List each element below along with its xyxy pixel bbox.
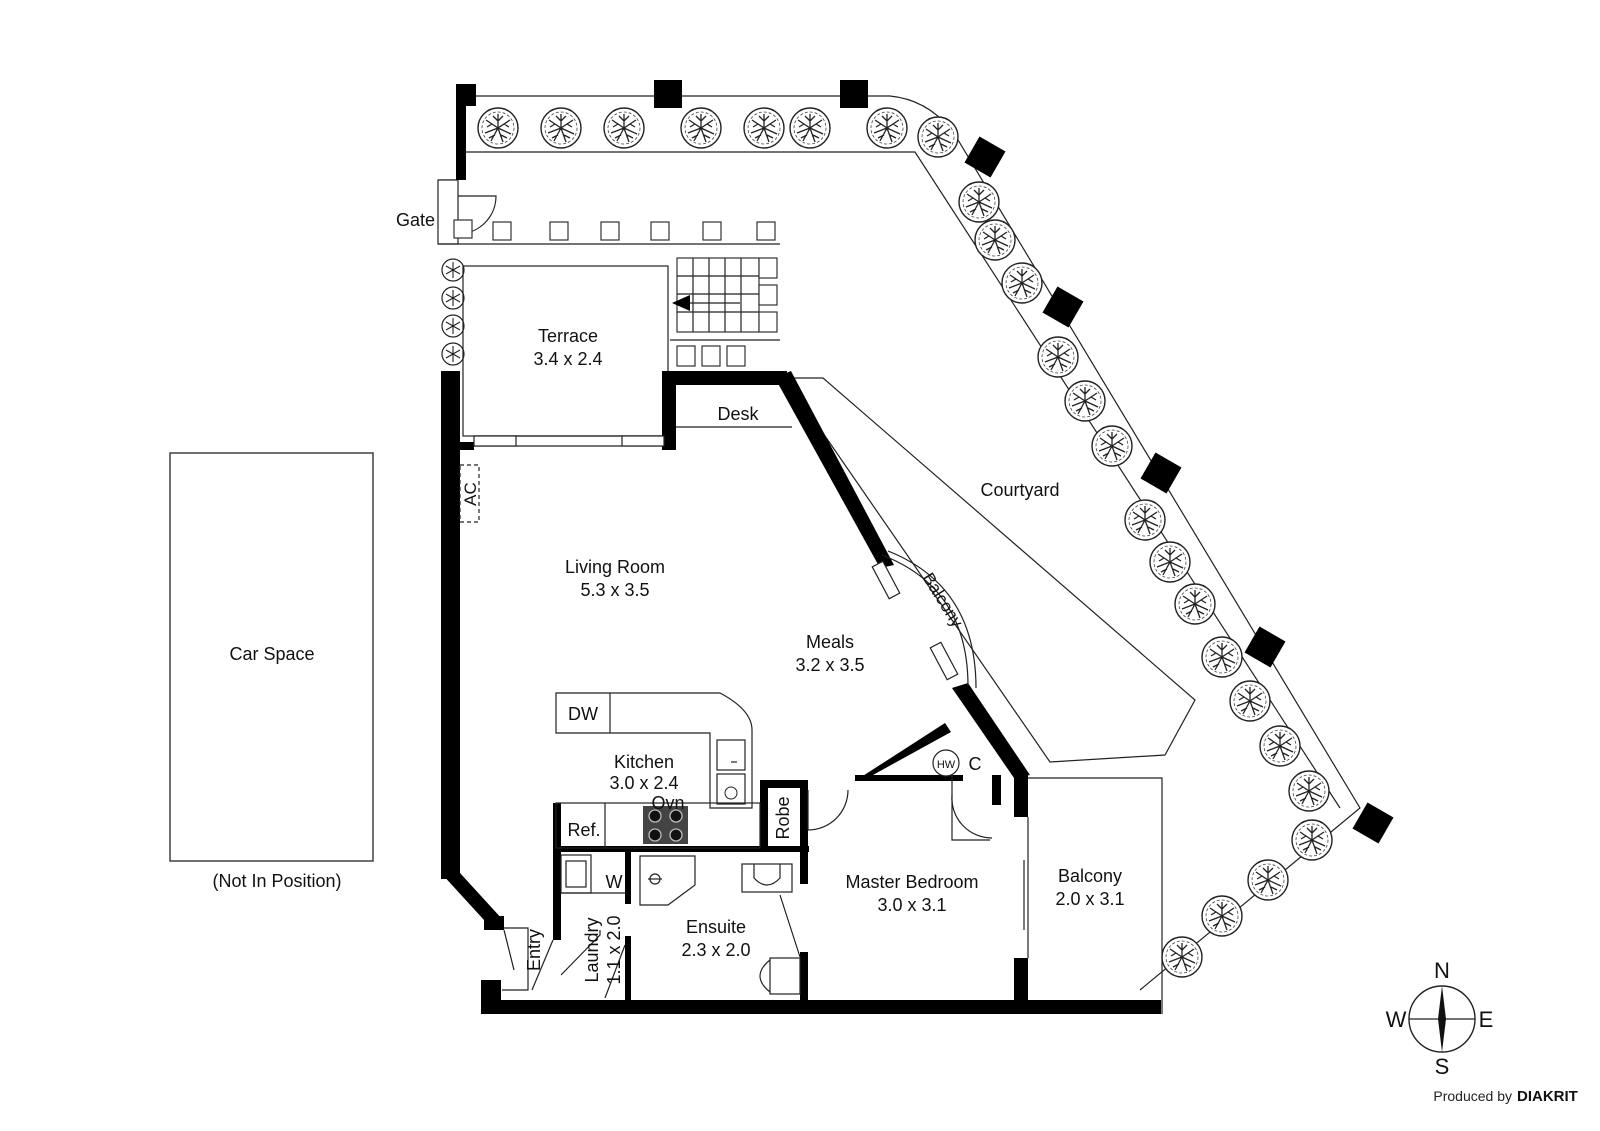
car-space-label: Car Space xyxy=(229,644,314,664)
not-in-position-note: (Not In Position) xyxy=(212,871,341,891)
laundry-label: Laundry xyxy=(582,917,602,982)
kitchen-bench xyxy=(555,692,761,849)
stepping-pavers xyxy=(492,221,776,241)
ensuite-fixtures xyxy=(639,855,801,995)
bedroom-doors xyxy=(807,749,993,841)
courtyard-label: Courtyard xyxy=(980,480,1059,500)
ensuite-dimension: 2.3 x 2.0 xyxy=(681,940,750,960)
ac-label: AC xyxy=(461,482,480,506)
kitchen-label: Kitchen xyxy=(614,752,674,772)
car-space xyxy=(169,452,374,862)
robe-label: Robe xyxy=(773,796,793,839)
meals-dimension: 3.2 x 3.5 xyxy=(795,655,864,675)
balcony-dimension: 2.0 x 3.1 xyxy=(1055,889,1124,909)
meals-label: Meals xyxy=(806,632,854,652)
compass-west: W xyxy=(1386,1007,1407,1032)
ensuite-label: Ensuite xyxy=(686,917,746,937)
terrace-dimension: 3.4 x 2.4 xyxy=(533,349,602,369)
top-shrub-row xyxy=(477,107,959,158)
compass-south: S xyxy=(1435,1054,1450,1079)
gate xyxy=(437,179,780,245)
laundry-fixtures xyxy=(560,854,626,999)
compass-north: N xyxy=(1434,958,1450,983)
courtyard-posts xyxy=(654,80,1394,844)
oven-label: Ovn xyxy=(651,793,684,813)
cupboard-label: C xyxy=(969,754,982,774)
credit-prefix: Produced by xyxy=(1433,1088,1512,1104)
ac-unit xyxy=(459,464,480,523)
balcony-large xyxy=(1023,777,1163,1014)
balcony-label: Balcony xyxy=(1058,866,1122,886)
hot-water-label: HW xyxy=(937,759,956,771)
terrace-label: Terrace xyxy=(538,326,598,346)
diagonal-shrub-row xyxy=(958,181,1333,978)
entry-label: Entry xyxy=(524,929,544,971)
dishwasher-label: DW xyxy=(568,704,598,724)
credit-brand: DIAKRIT xyxy=(1517,1088,1578,1105)
master-bedroom-label: Master Bedroom xyxy=(845,872,978,892)
compass-east: E xyxy=(1479,1007,1494,1032)
living-room-dimension: 5.3 x 3.5 xyxy=(580,580,649,600)
walls xyxy=(441,84,1161,1014)
kitchen-dimension: 3.0 x 2.4 xyxy=(609,773,678,793)
fridge-label: Ref. xyxy=(567,820,600,840)
credit: Produced by DIAKRIT xyxy=(1433,1088,1577,1105)
washer-label: W xyxy=(606,872,623,892)
entry-door xyxy=(502,927,554,991)
master-bedroom-dimension: 3.0 x 3.1 xyxy=(877,895,946,915)
stairs xyxy=(670,257,780,367)
small-balcony xyxy=(871,550,977,689)
terrace-shrubs xyxy=(441,258,465,366)
small-balcony-label: Balcony xyxy=(919,569,967,631)
desk-label: Desk xyxy=(717,404,759,424)
terrace-sliding-door xyxy=(473,435,665,447)
courtyard-outline xyxy=(438,95,1361,991)
laundry-dimension: 1.1 x 2.0 xyxy=(604,915,624,984)
compass: N S E W xyxy=(1386,958,1494,1079)
living-room-label: Living Room xyxy=(565,557,665,577)
gate-label: Gate xyxy=(396,210,435,230)
